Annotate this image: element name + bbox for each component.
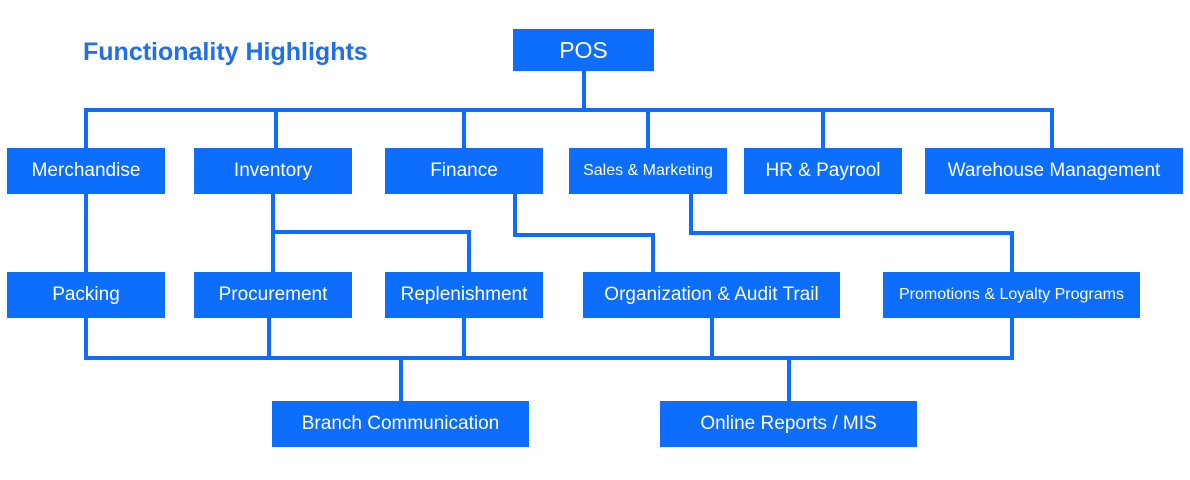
- node-procurement: Procurement: [194, 272, 352, 318]
- node-finance: Finance: [385, 148, 543, 194]
- node-inventory: Inventory: [194, 148, 352, 194]
- node-merchandise: Merchandise: [7, 148, 165, 194]
- node-hr-payroll: HR & Payrool: [744, 148, 902, 194]
- node-branch-communication: Branch Communication: [272, 401, 529, 447]
- node-promotions-loyalty: Promotions & Loyalty Programs: [883, 272, 1140, 318]
- node-pos: POS: [513, 29, 654, 71]
- node-organization-audit-trail: Organization & Audit Trail: [583, 272, 840, 318]
- diagram-title: Functionality Highlights: [83, 38, 368, 66]
- node-warehouse-management: Warehouse Management: [925, 148, 1183, 194]
- node-online-reports: Online Reports / MIS: [660, 401, 917, 447]
- node-sales-marketing: Sales & Marketing: [569, 148, 727, 194]
- node-replenishment: Replenishment: [385, 272, 543, 318]
- node-packing: Packing: [7, 272, 165, 318]
